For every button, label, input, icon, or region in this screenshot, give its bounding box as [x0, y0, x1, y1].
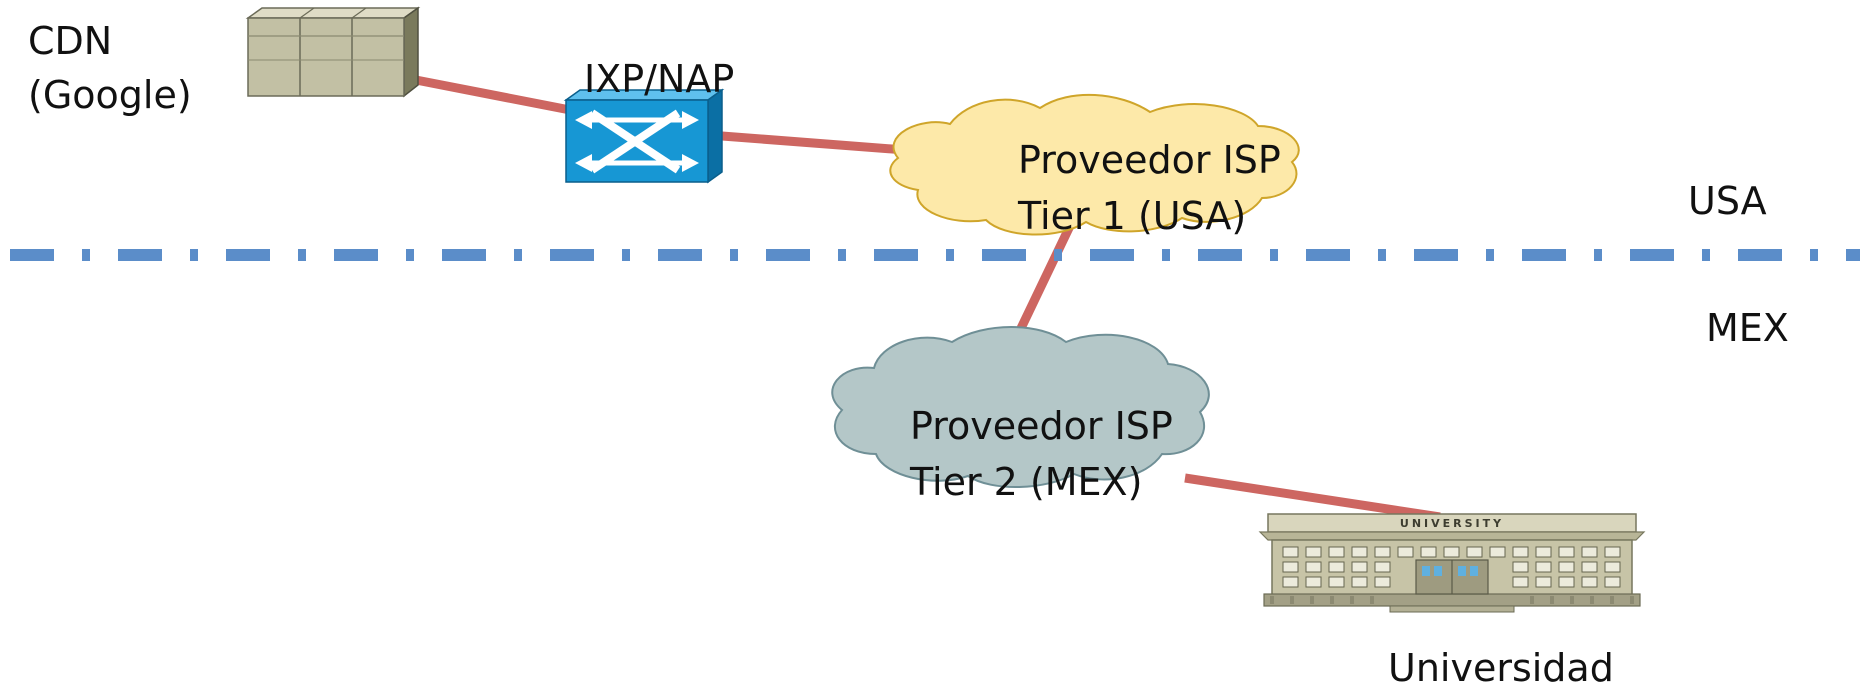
university-sign-text: UNIVERSITY	[1400, 517, 1504, 530]
cdn-label-line1: CDN	[28, 19, 113, 63]
link-tier2-university	[1184, 473, 1441, 522]
university-label: Universidad	[1388, 646, 1614, 687]
isp-tier1-label-line2: Tier 1 (USA)	[1018, 194, 1247, 238]
ixp-label: IXP/NAP	[584, 57, 735, 101]
region-label-mex: MEX	[1706, 306, 1789, 350]
cloud-icon-tier1	[889, 93, 1300, 236]
university-building-icon: UNIVERSITY	[1258, 513, 1646, 613]
cloud-icon-tier2	[831, 326, 1210, 489]
isp-tier2-label-line1: Proveedor ISP	[910, 404, 1173, 448]
link-ixp-tier1	[721, 131, 906, 155]
region-label-usa: USA	[1688, 179, 1767, 223]
server-rack-icon	[245, 6, 421, 98]
isp-tier1-label-line1: Proveedor ISP	[1018, 138, 1281, 182]
cdn-label-line2: (Google)	[28, 73, 192, 117]
isp-tier2-label-line2: Tier 2 (MEX)	[910, 460, 1143, 504]
link-cdn-ixp	[415, 75, 571, 115]
network-switch-icon	[563, 88, 725, 184]
